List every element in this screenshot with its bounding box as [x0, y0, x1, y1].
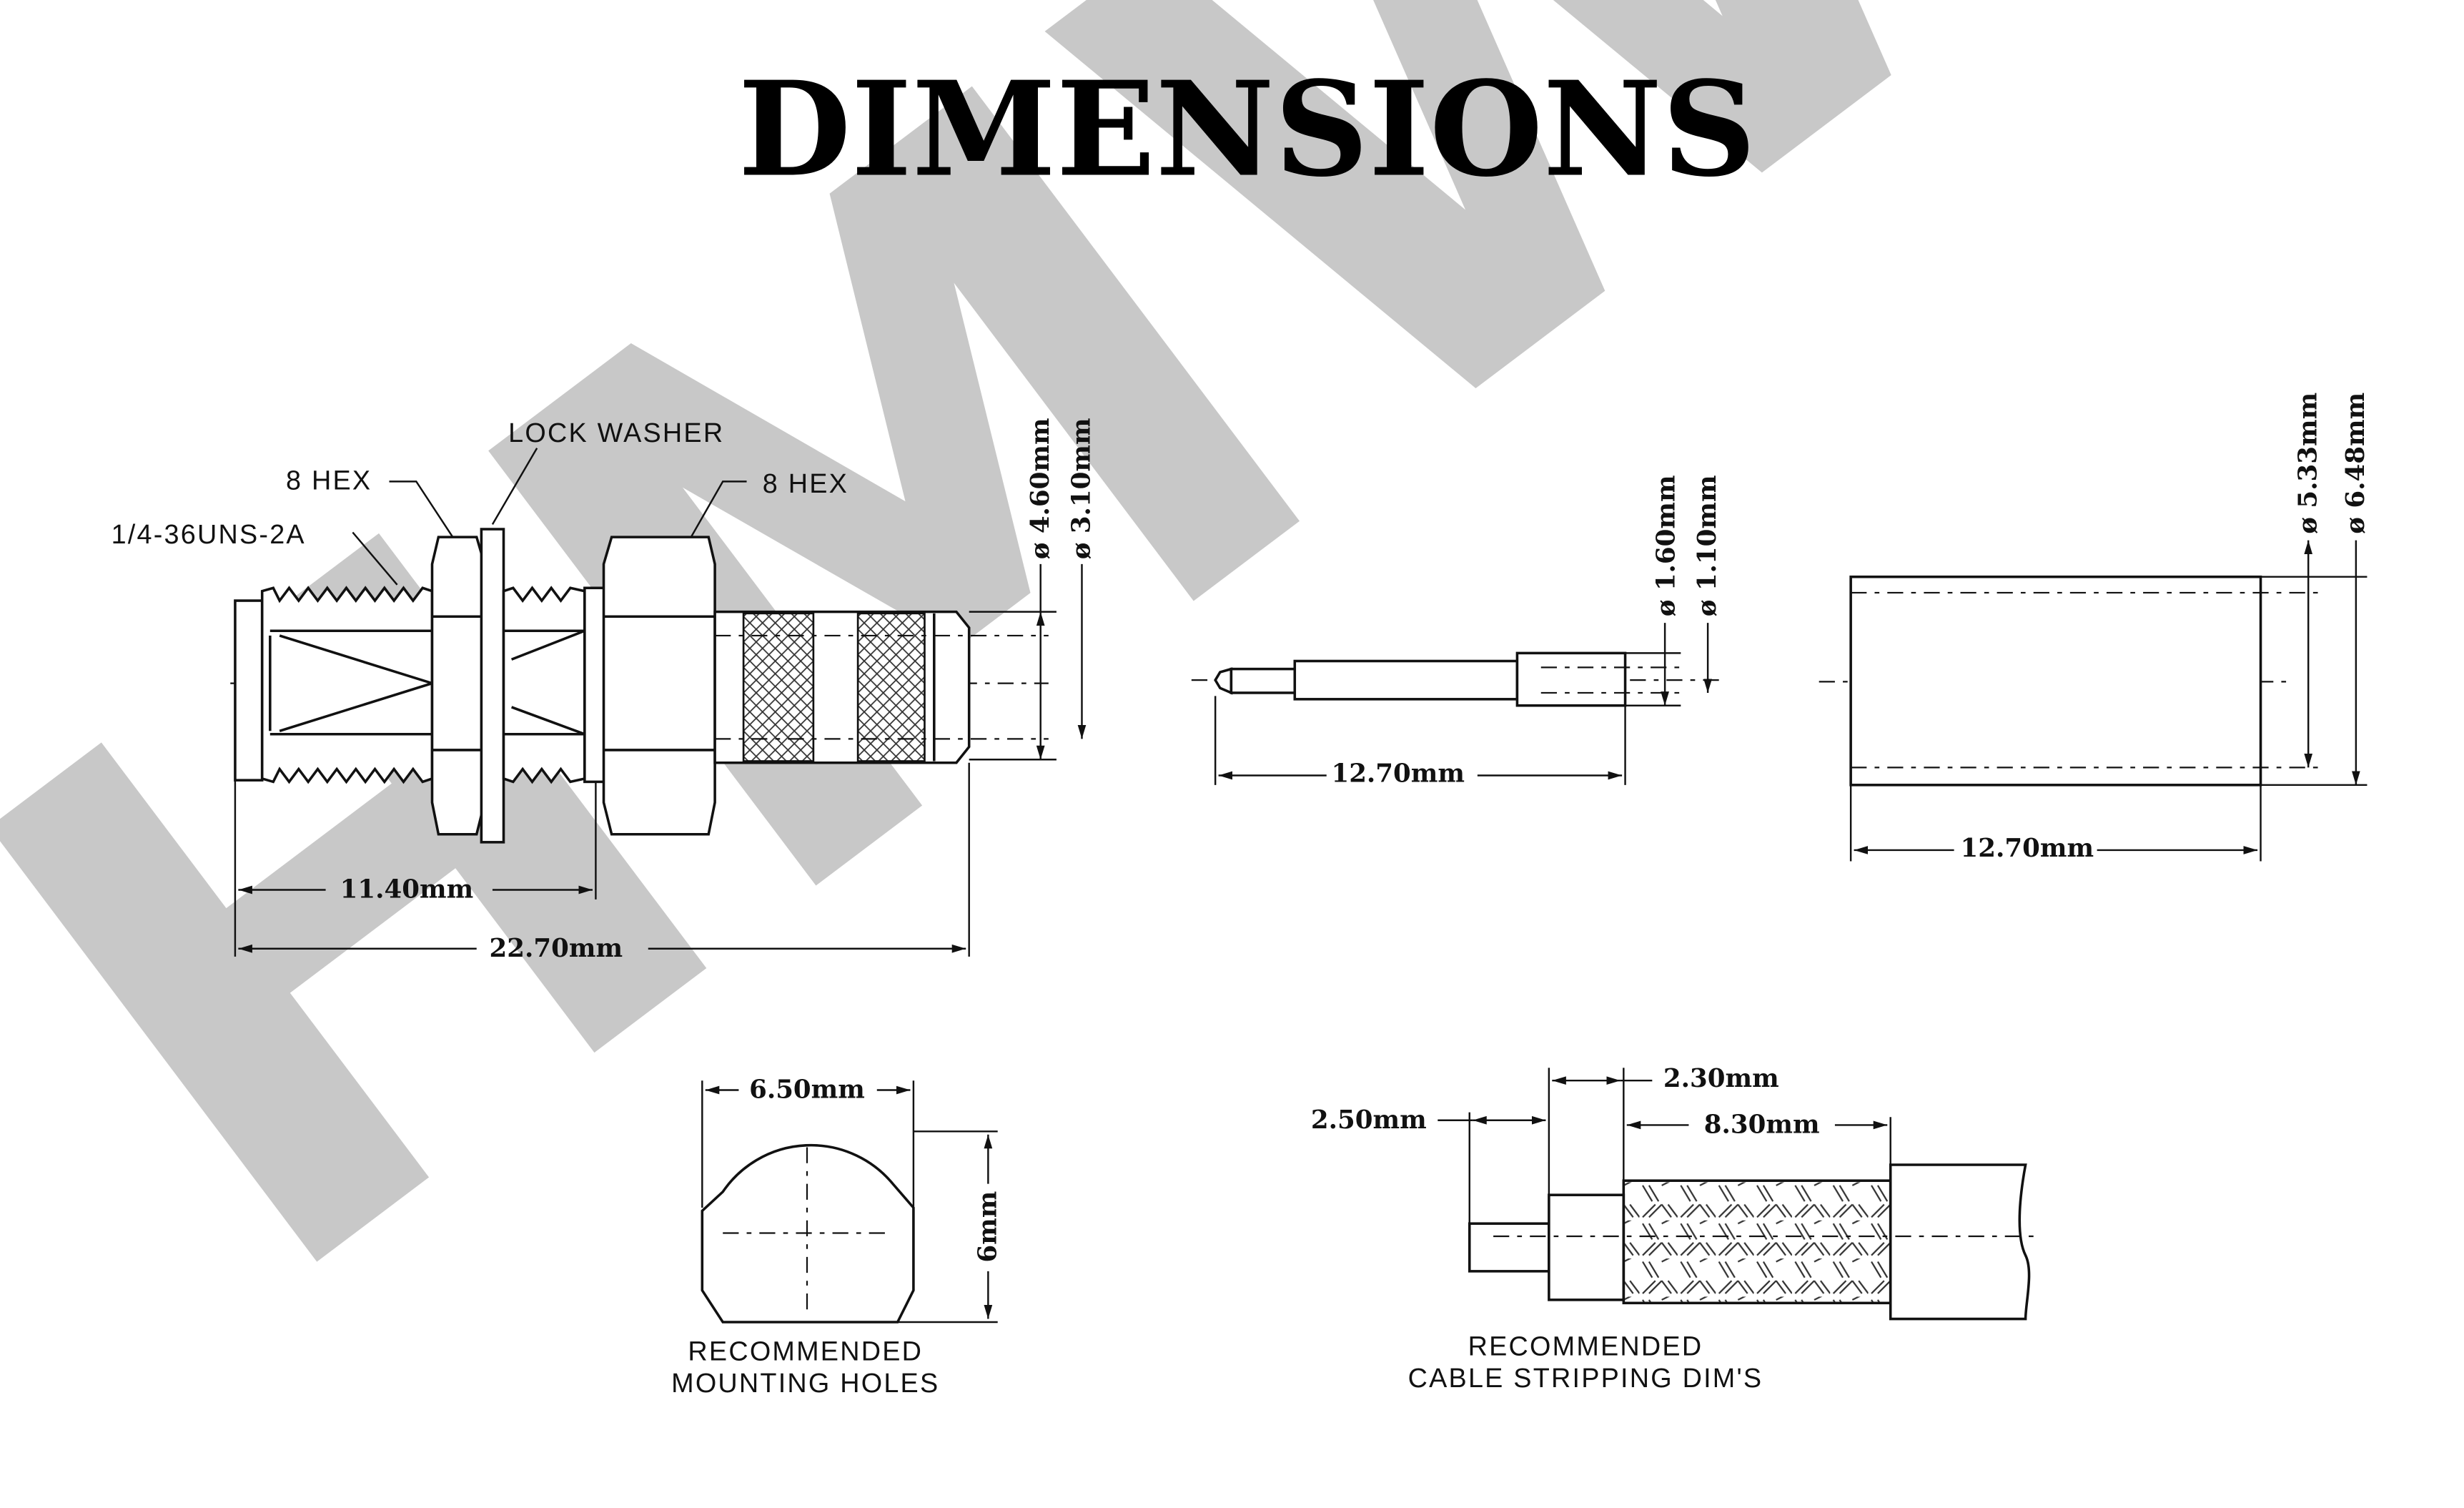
- cable-dim-dielectric: 2.30mm: [1663, 1064, 1779, 1093]
- pin-drawing: [1191, 623, 1724, 785]
- connector-length-total: 22.70mm: [490, 934, 623, 963]
- hex2-label: 8 HEX: [763, 469, 848, 499]
- thread-label: 1/4-36UNS-2A: [112, 520, 306, 550]
- hex1-label: 8 HEX: [286, 465, 372, 496]
- connector-drawing: [230, 448, 1087, 957]
- mounting-hole-drawing: [701, 1080, 998, 1324]
- ferrule-length: 12.70mm: [1961, 834, 2094, 863]
- ferrule-dia-inner: ø 5.33mm: [2293, 393, 2322, 534]
- mounting-hole-width: 6.50mm: [749, 1075, 865, 1105]
- mounting-caption-2: MOUNTING HOLES: [671, 1369, 939, 1399]
- cable-dim-braid: 8.30mm: [1704, 1110, 1820, 1140]
- ferrule-drawing: [1819, 540, 2367, 862]
- pin-dia-outer: ø 1.60mm: [1651, 475, 1681, 616]
- mounting-caption-1: RECOMMENDED: [688, 1336, 923, 1366]
- cable-strip-drawing: [1438, 1068, 2042, 1321]
- pin-dia-inner: ø 1.10mm: [1693, 475, 1722, 616]
- cable-dim-conductor: 2.50mm: [1311, 1105, 1427, 1135]
- cable-caption-1: RECOMMENDED: [1468, 1332, 1703, 1362]
- cable-caption-2: CABLE STRIPPING DIM'S: [1408, 1364, 1763, 1394]
- connector-dia-inner: ø 3.10mm: [1067, 418, 1097, 559]
- ferrule-dia-outer: ø 6.48mm: [2341, 393, 2370, 534]
- connector-dia-outer: ø 4.60mm: [1026, 418, 1055, 559]
- mounting-hole-height: 6mm: [973, 1191, 1002, 1263]
- connector-length-partial: 11.40mm: [340, 875, 474, 905]
- page-title: DIMENSIONS: [738, 52, 1756, 205]
- lock-washer-label: LOCK WASHER: [508, 418, 724, 448]
- pin-length: 12.70mm: [1331, 759, 1465, 788]
